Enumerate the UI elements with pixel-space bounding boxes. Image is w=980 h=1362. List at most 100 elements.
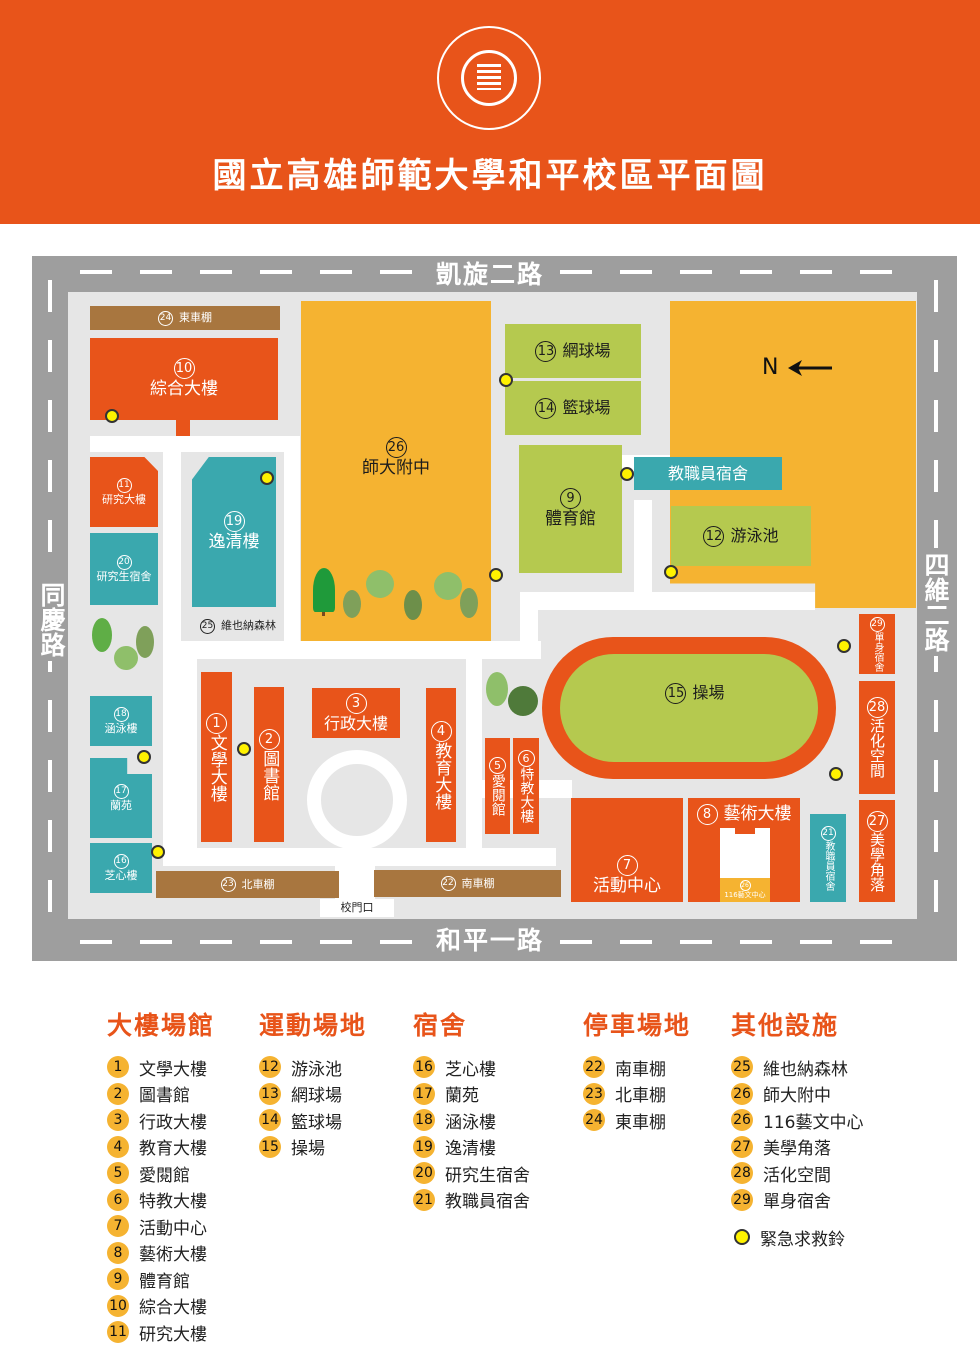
building-staff-dorm[interactable]: 教職員宿舍 (634, 457, 782, 490)
legend-number: 29 (731, 1188, 753, 1211)
label-16: 芝心樓 (104, 868, 138, 882)
building-4[interactable]: 4 教育大樓 (426, 688, 456, 842)
legend-heading: 大樓場館 (107, 1011, 216, 1040)
road-label-top: 凱旋二路 (424, 258, 556, 292)
num-15: 15 (665, 682, 687, 704)
building-18[interactable]: 18 涵泳樓 (90, 696, 152, 746)
building-1[interactable]: 1 文學大樓 (201, 672, 232, 842)
legend-label: 愛閱館 (139, 1165, 190, 1186)
legend-label: 維也納森林 (763, 1059, 848, 1080)
arrow-left-icon (788, 359, 833, 376)
num-5: 5 (489, 756, 506, 774)
legend-number: 11 (107, 1321, 129, 1344)
emergency-bell-icon (620, 467, 634, 481)
building-15-field[interactable] (560, 654, 818, 762)
legend-number: 12 (259, 1056, 281, 1079)
legend-number: 19 (413, 1135, 435, 1158)
building-29[interactable]: 29 單身宿舍 (859, 614, 895, 674)
legend-label: 北車棚 (615, 1086, 666, 1107)
walkway (634, 500, 652, 592)
emergency-bell-icon (837, 639, 851, 653)
building-20[interactable]: 20 研究生宿舍 (90, 533, 158, 605)
walkway (335, 866, 375, 900)
num-3: 3 (345, 692, 367, 714)
legend-number: 21 (413, 1188, 435, 1211)
num-24: 24 (158, 310, 173, 326)
legend-number: 6 (107, 1188, 129, 1211)
logo-emblem (477, 64, 501, 90)
legend-label: 研究大樓 (139, 1324, 207, 1345)
walkway (520, 592, 538, 647)
num-20: 20 (116, 554, 132, 570)
building-28[interactable]: 28 活化空間 (859, 681, 895, 794)
building-7[interactable]: 7 活動中心 (571, 798, 683, 902)
label-6: 特教大樓 (518, 766, 535, 823)
legend-heading: 其他設施 (731, 1011, 840, 1040)
tree-icon (114, 646, 138, 670)
label-18: 涵泳樓 (104, 721, 138, 735)
legend-number: 4 (107, 1135, 129, 1158)
num-10: 10 (173, 358, 195, 380)
tree-icon (136, 626, 154, 658)
building-27[interactable]: 27 美學角落 (859, 800, 895, 902)
legend-number: 22 (583, 1056, 605, 1079)
legend-number: 27 (731, 1135, 753, 1158)
north-label: N (762, 355, 779, 380)
building-6[interactable]: 6 特教大樓 (513, 738, 539, 834)
legend-label: 籃球場 (291, 1112, 342, 1133)
building-16[interactable]: 16 芝心樓 (90, 843, 152, 893)
legend-heading: 停車場地 (583, 1011, 692, 1040)
legend-label: 師大附中 (763, 1086, 831, 1107)
label-7: 活動中心 (593, 875, 661, 896)
building-26-art-center[interactable]: 26 116藝文中心 (720, 878, 770, 902)
legend-label: 美學角落 (763, 1139, 831, 1160)
road-label-bottom: 和平一路 (424, 924, 556, 958)
label-5: 愛閱館 (489, 773, 506, 816)
building-5[interactable]: 5 愛閱館 (485, 738, 510, 834)
legend-number: 24 (583, 1109, 605, 1132)
building-11[interactable]: 11 研究大樓 (90, 457, 158, 527)
building-9[interactable]: 9 體育館 (519, 445, 622, 573)
building-10[interactable]: 10 綜合大樓 (90, 338, 278, 420)
label-8: 藝術大樓 (723, 804, 792, 825)
building-19[interactable]: 19 逸清樓 (192, 457, 276, 607)
num-21: 21 (820, 825, 836, 841)
building-21[interactable]: 21 教職員宿舍 (810, 814, 846, 902)
legend-number: 10 (107, 1294, 129, 1317)
building-8-courtyard (720, 828, 770, 878)
building-2[interactable]: 2 圖書館 (254, 687, 284, 842)
building-3[interactable]: 3 行政大樓 (312, 688, 400, 738)
walkway (520, 592, 815, 610)
tree-icon (460, 588, 478, 618)
legend-number: 23 (583, 1082, 605, 1105)
label-1: 文學大樓 (206, 733, 227, 802)
emergency-bell-icon (489, 568, 503, 582)
label-22: 南車棚 (461, 876, 495, 890)
legend-label: 116藝文中心 (763, 1112, 864, 1133)
num-13: 13 (535, 340, 557, 362)
legend-item: 27 美學角落 (731, 1134, 863, 1161)
legend-heading: 宿舍 (413, 1011, 468, 1040)
num-17: 17 (113, 783, 129, 799)
